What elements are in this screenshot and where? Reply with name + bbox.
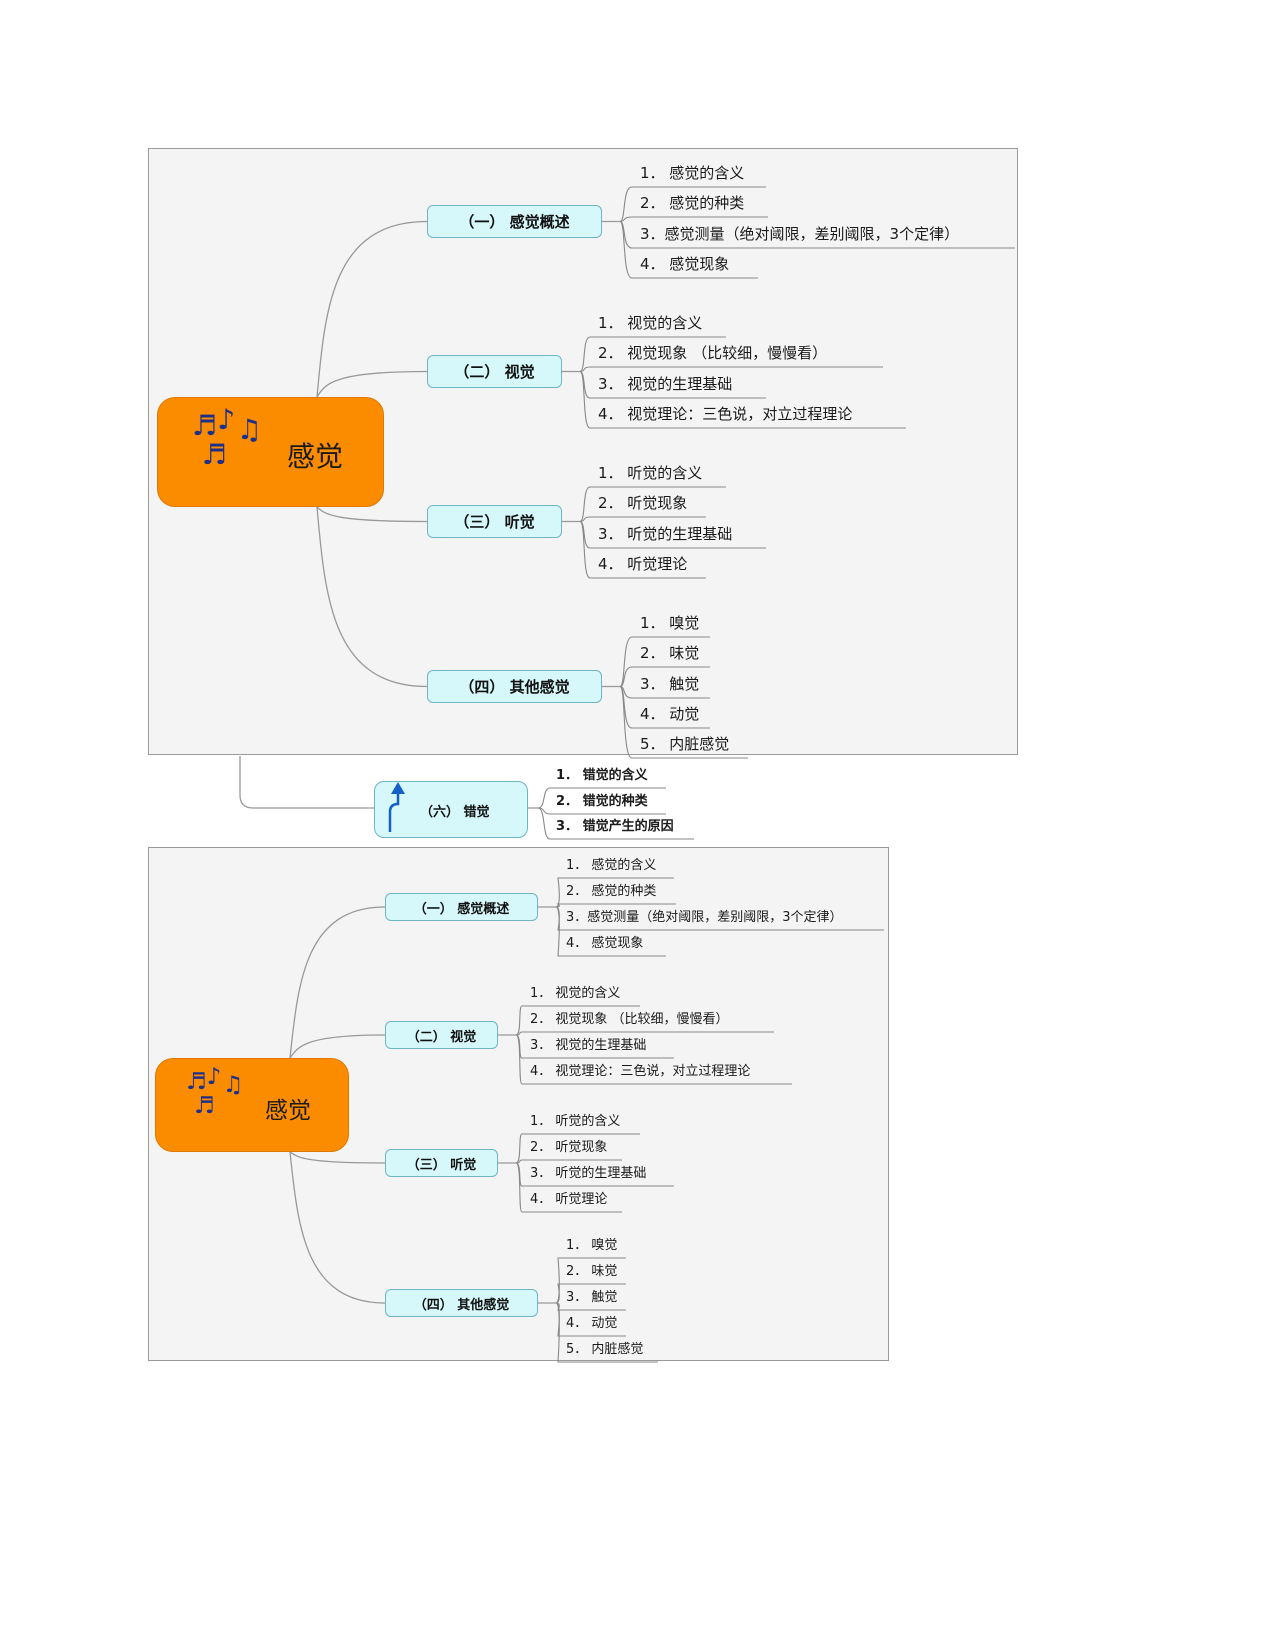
root-topic-label: 感觉 [265, 1097, 311, 1124]
leaf-topic[interactable]: 3．感觉测量（绝对阈限，差别阈限，3个定律） [566, 910, 843, 925]
leaf-topic[interactable]: 1． 嗅觉 [566, 1238, 618, 1253]
leaf-topic[interactable]: 3． 触觉 [640, 675, 700, 693]
leaf-topic[interactable]: 3． 视觉的生理基础 [598, 375, 733, 393]
leaf-topic[interactable]: 4． 视觉理论：三色说，对立过程理论 [530, 1064, 751, 1079]
leaf-topic[interactable]: 1． 视觉的含义 [598, 314, 703, 332]
leaf-topic[interactable]: 1． 嗅觉 [640, 614, 700, 632]
branch-topic[interactable]: （一） 感觉概述 [427, 205, 602, 238]
leaf-topic[interactable]: 2． 视觉现象 （比较细，慢慢看） [598, 344, 828, 362]
leaf-topic[interactable]: 2． 味觉 [640, 644, 700, 662]
leaf-topic[interactable]: 1． 感觉的含义 [640, 164, 745, 182]
leaf-topic[interactable]: 4． 动觉 [566, 1316, 618, 1331]
side-leaf-topic[interactable]: 2． 错觉的种类 [556, 794, 648, 809]
leaf-topic[interactable]: 1． 视觉的含义 [530, 986, 621, 1001]
leaf-topic[interactable]: 3． 听觉的生理基础 [598, 525, 733, 543]
leaf-topic[interactable]: 5． 内脏感觉 [566, 1342, 644, 1357]
branch-topic[interactable]: （二） 视觉 [385, 1021, 498, 1049]
branch-topic[interactable]: （三） 听觉 [385, 1149, 498, 1177]
root-topic-label: 感觉 [287, 439, 344, 473]
branch-topic[interactable]: （四） 其他感觉 [427, 670, 602, 703]
side-connector [239, 756, 374, 809]
leaf-topic[interactable]: 3． 视觉的生理基础 [530, 1038, 647, 1053]
leaf-topic[interactable]: 2． 听觉现象 [598, 494, 688, 512]
leaf-topic[interactable]: 3．感觉测量（绝对阈限，差别阈限，3个定律） [640, 225, 960, 243]
leaf-topic[interactable]: 4． 动觉 [640, 705, 700, 723]
leaf-topic[interactable]: 3． 触觉 [566, 1290, 618, 1305]
leaf-topic[interactable]: 2． 感觉的种类 [566, 884, 657, 899]
leaf-topic[interactable]: 5． 内脏感觉 [640, 735, 730, 753]
leaf-topic[interactable]: 1． 听觉的含义 [598, 464, 703, 482]
branch-topic[interactable]: （二） 视觉 [427, 355, 562, 388]
leaf-topic[interactable]: 4． 感觉现象 [640, 255, 730, 273]
leaf-topic[interactable]: 4． 视觉理论：三色说，对立过程理论 [598, 405, 853, 423]
leaf-topic[interactable]: 1． 听觉的含义 [530, 1114, 621, 1129]
leaf-topic[interactable]: 1． 感觉的含义 [566, 858, 657, 873]
leaf-topic[interactable]: 3． 听觉的生理基础 [530, 1166, 647, 1181]
side-leaf-topic[interactable]: 3． 错觉产生的原因 [556, 819, 674, 834]
leaf-topic[interactable]: 2． 味觉 [566, 1264, 618, 1279]
branch-topic[interactable]: （三） 听觉 [427, 505, 562, 538]
leaf-topic[interactable]: 2． 感觉的种类 [640, 194, 745, 212]
side-topic-label: （六） 错觉 [420, 805, 490, 820]
leaf-topic[interactable]: 4． 感觉现象 [566, 936, 644, 951]
root-topic[interactable] [157, 397, 384, 507]
branch-topic[interactable]: （四） 其他感觉 [385, 1289, 538, 1317]
leaf-topic[interactable]: 2． 听觉现象 [530, 1140, 608, 1155]
leaf-topic[interactable]: 4． 听觉理论 [530, 1192, 608, 1207]
branch-topic[interactable]: （一） 感觉概述 [385, 893, 538, 921]
leaf-topic[interactable]: 2． 视觉现象 （比较细，慢慢看） [530, 1012, 729, 1027]
side-leaf-topic[interactable]: 1． 错觉的含义 [556, 768, 648, 783]
root-topic[interactable] [155, 1058, 349, 1152]
leaf-topic[interactable]: 4． 听觉理论 [598, 555, 688, 573]
